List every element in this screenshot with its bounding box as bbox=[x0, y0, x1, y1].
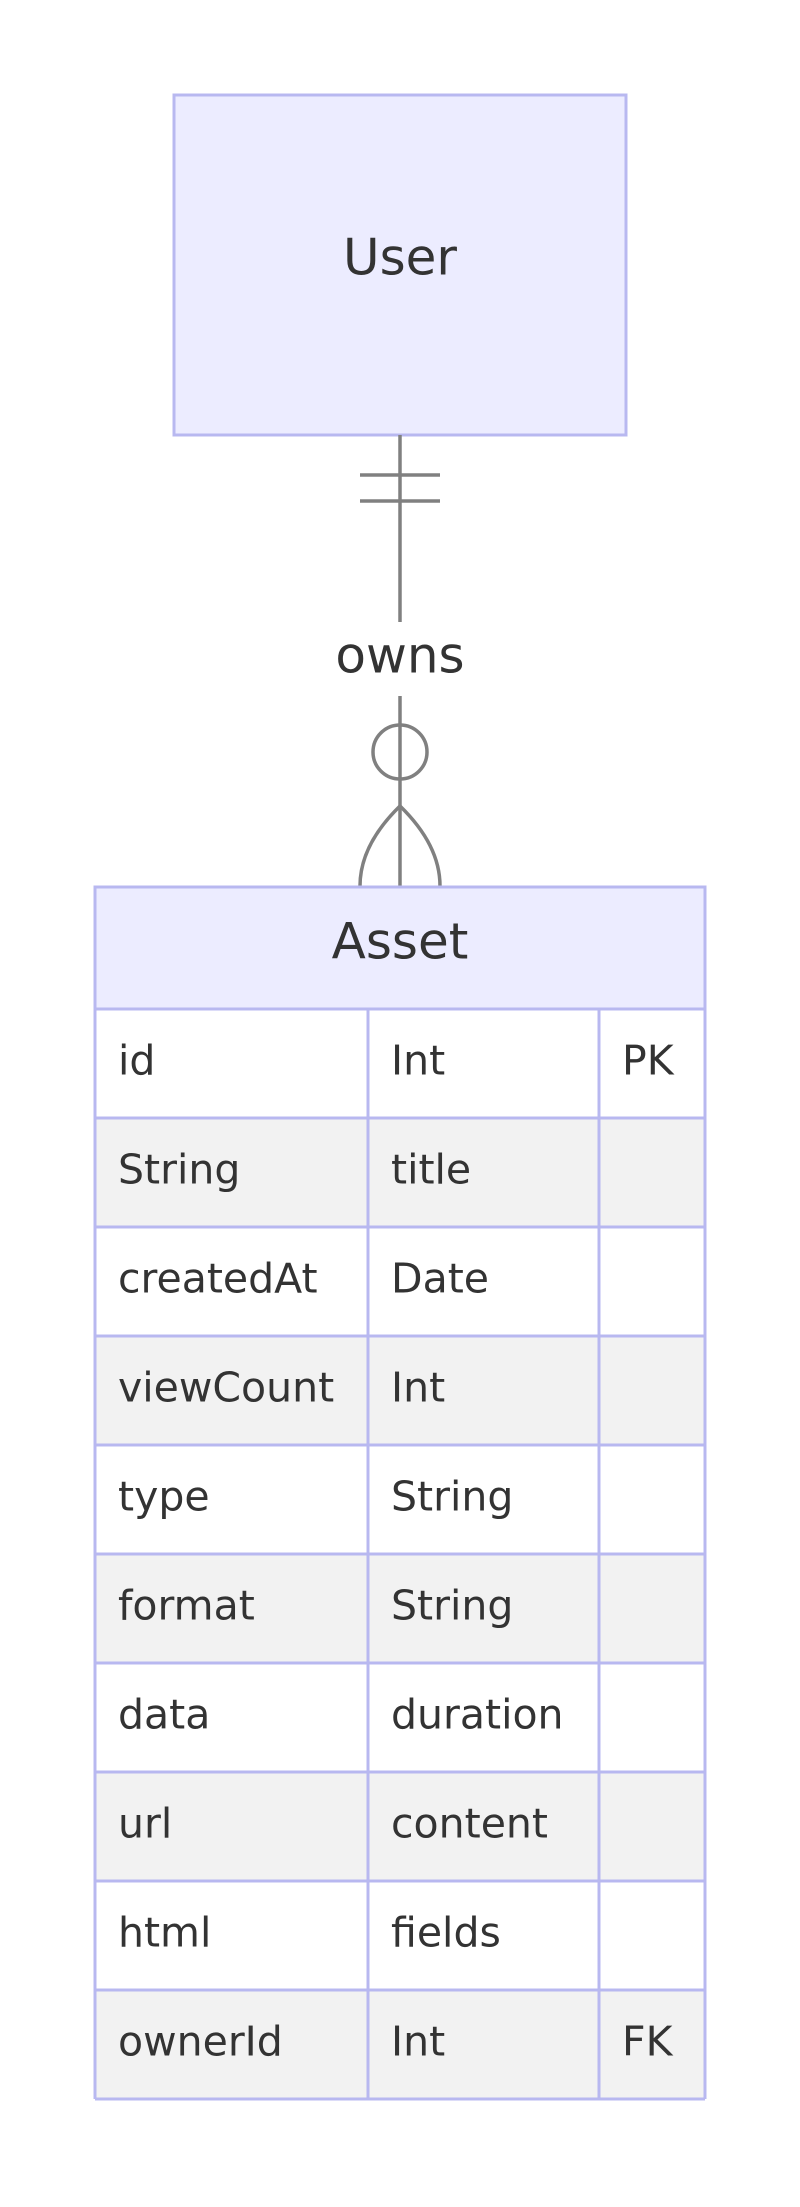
table-cell: title bbox=[391, 1146, 471, 1194]
entity-user[interactable]: User bbox=[172, 93, 628, 437]
table-cell: html bbox=[118, 1909, 211, 1957]
table-row-bg bbox=[95, 1663, 705, 1772]
table-cell: String bbox=[391, 1582, 513, 1630]
table-row-bg bbox=[95, 1227, 705, 1336]
table-cell: String bbox=[391, 1473, 513, 1521]
crowfoot-right bbox=[398, 804, 442, 887]
table-row-bg bbox=[95, 1990, 705, 2099]
table-row-bg bbox=[95, 1445, 705, 1554]
table-cell: duration bbox=[391, 1691, 564, 1739]
relationship-owns[interactable]: owns bbox=[330, 435, 470, 887]
table-cell: Int bbox=[391, 1037, 445, 1085]
table-cell: fields bbox=[391, 1909, 501, 1957]
table-cell: format bbox=[118, 1582, 255, 1630]
table-cell: viewCount bbox=[118, 1364, 334, 1412]
table-row-bg bbox=[95, 1009, 705, 1118]
table-cell: ownerId bbox=[118, 2018, 283, 2066]
entity-user-box bbox=[172, 93, 628, 437]
table-cell: url bbox=[118, 1800, 172, 1848]
relationship-label: owns bbox=[335, 627, 464, 685]
table-cell: Date bbox=[391, 1255, 489, 1303]
entity-user-title: User bbox=[343, 229, 457, 287]
table-row-bg bbox=[95, 1881, 705, 1990]
table-cell: id bbox=[118, 1037, 155, 1085]
table-row-bg bbox=[95, 1118, 705, 1227]
table-cell: PK bbox=[622, 1037, 675, 1085]
table-cell: content bbox=[391, 1800, 548, 1848]
table-cell: Int bbox=[391, 1364, 445, 1412]
zero-marker-circle bbox=[371, 723, 429, 781]
entity-asset-header bbox=[93, 885, 707, 1011]
table-cell: type bbox=[118, 1473, 210, 1521]
entity-asset-title: Asset bbox=[332, 913, 469, 971]
table-row-bg bbox=[95, 1554, 705, 1663]
table-row-bg bbox=[95, 1336, 705, 1445]
table-cell: Int bbox=[391, 2018, 445, 2066]
table-row-bg bbox=[95, 1772, 705, 1881]
relationship-label-bg bbox=[330, 622, 470, 696]
table-cell: String bbox=[118, 1146, 240, 1194]
table-cell: data bbox=[118, 1691, 210, 1739]
crowfoot-left bbox=[358, 804, 402, 887]
table-cell: FK bbox=[622, 2018, 674, 2066]
table-cell: createdAt bbox=[118, 1255, 318, 1303]
